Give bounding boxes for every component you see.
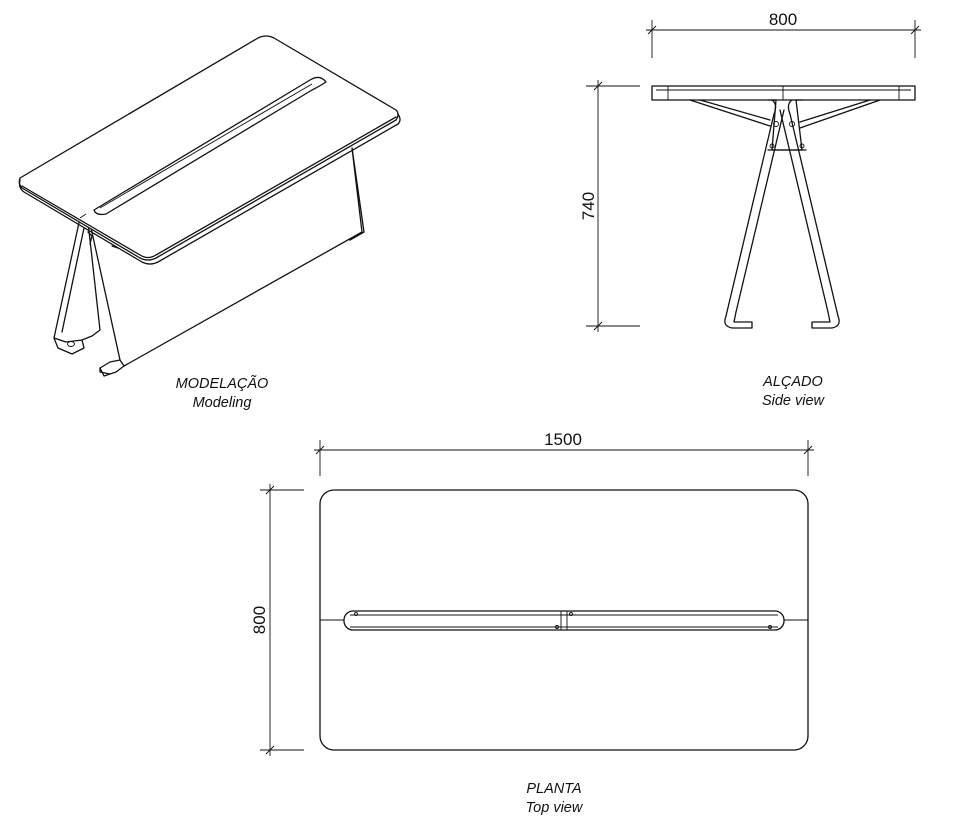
side-title: ALÇADO xyxy=(763,374,823,390)
top-title: PLANTA xyxy=(526,781,582,797)
top-subtitle: Top view xyxy=(525,800,583,816)
side-width-dimension: 800 xyxy=(769,10,797,29)
top-caption: PLANTA Top view xyxy=(454,780,654,818)
top-view xyxy=(260,440,814,756)
isometric-model xyxy=(18,35,401,377)
modeling-caption: MODELAÇÃO Modeling xyxy=(122,375,322,413)
side-subtitle: Side view xyxy=(761,393,825,409)
modeling-title: MODELAÇÃO xyxy=(175,376,269,392)
top-width-dimension: 800 xyxy=(250,606,269,634)
modeling-subtitle: Modeling xyxy=(192,395,252,411)
top-length-dimension: 1500 xyxy=(544,430,582,449)
side-view xyxy=(586,20,921,332)
side-caption: ALÇADO Side view xyxy=(693,373,893,411)
side-height-dimension: 740 xyxy=(579,192,598,220)
